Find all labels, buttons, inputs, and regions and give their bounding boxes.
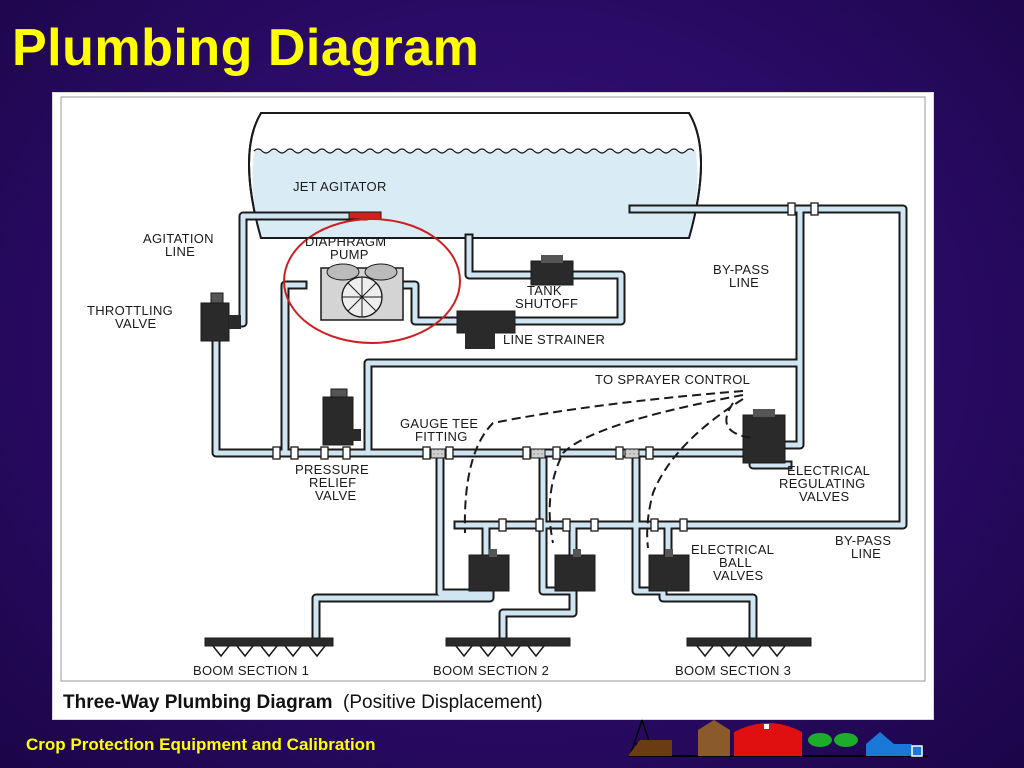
label-tank-shutoff-2: SHUTOFF (515, 296, 578, 311)
tree-icon (808, 733, 832, 747)
control-wires (463, 390, 754, 549)
throttling-valve (200, 292, 241, 342)
diagram-frame (60, 96, 926, 682)
diagram-caption: Three-Way Plumbing Diagram (Positive Dis… (63, 692, 543, 713)
tank-shutoff (530, 255, 574, 286)
label-throttling-valve-2: VALVE (115, 316, 157, 331)
labels: JET AGITATOR AGITATION LINE DIAPHRAGM PU… (87, 179, 891, 678)
label-electrical-regulating-valves-2: REGULATING (779, 476, 866, 491)
label-jet-agitator: JET AGITATOR (293, 179, 387, 194)
label-throttling-valve-1: THROTTLING (87, 303, 173, 318)
label-pressure-relief-valve-1: PRESSURE (295, 462, 369, 477)
gauge-tees (430, 448, 640, 459)
house-icon (866, 732, 912, 756)
label-gauge-tee-fitting-1: GAUGE TEE (400, 416, 478, 431)
label-pressure-relief-valve-3: VALVE (315, 488, 357, 503)
label-boom-section-2: BOOM SECTION 2 (433, 663, 549, 678)
label-agitation-line-2: LINE (165, 244, 195, 259)
label-boom-section-1: BOOM SECTION 1 (193, 663, 309, 678)
jet-agitator-nozzle (348, 211, 382, 220)
label-agitation-line-1: AGITATION (143, 231, 214, 246)
pipes (211, 204, 908, 643)
line-strainer (456, 310, 516, 349)
footer-text: Crop Protection Equipment and Calibratio… (26, 735, 376, 754)
boom-sections (204, 637, 812, 658)
barn-icon (628, 740, 672, 756)
label-electrical-regulating-valves-3: VALVES (799, 489, 849, 504)
farm-logo (628, 719, 928, 757)
diaphragm-pump (320, 263, 404, 321)
diagram-panel: JET AGITATOR AGITATION LINE DIAPHRAGM PU… (52, 92, 934, 720)
caption-bold: Three-Way Plumbing Diagram (63, 692, 333, 713)
label-bypass-line-top-2: LINE (729, 275, 759, 290)
pressure-relief-valve (322, 388, 361, 446)
label-line-strainer: LINE STRAINER (503, 332, 605, 347)
label-to-sprayer-control: TO SPRAYER CONTROL (595, 372, 750, 387)
plumbing-diagram: JET AGITATOR AGITATION LINE DIAPHRAGM PU… (60, 96, 926, 713)
fittings (272, 202, 819, 532)
highlight-circle (283, 218, 461, 344)
silo-icon (698, 720, 730, 756)
label-bypass-line-top-1: BY-PASS (713, 262, 769, 277)
label-boom-section-3: BOOM SECTION 3 (675, 663, 791, 678)
label-electrical-regulating-valves-1: ELECTRICAL (787, 463, 870, 478)
label-bypass-line-bottom-2: LINE (851, 546, 881, 561)
label-gauge-tee-fitting-2: FITTING (415, 429, 468, 444)
electrical-ball-valves (468, 549, 690, 592)
label-bypass-line-bottom-1: BY-PASS (835, 533, 891, 548)
label-pressure-relief-valve-2: RELIEF (309, 475, 356, 490)
label-diaphragm-pump-1: DIAPHRAGM (305, 234, 386, 249)
tree-icon (834, 733, 858, 747)
label-electrical-ball-valves-1: ELECTRICAL (691, 542, 774, 557)
red-barn-icon (734, 723, 802, 756)
caption-rest: (Positive Displacement) (343, 692, 543, 713)
slide-title: Plumbing Diagram (12, 19, 480, 77)
label-electrical-ball-valves-3: VALVES (713, 568, 763, 583)
label-tank-shutoff-1: TANK (527, 283, 562, 298)
label-electrical-ball-valves-2: BALL (719, 555, 752, 570)
electrical-regulating-valve (742, 409, 786, 464)
label-diaphragm-pump-2: PUMP (330, 247, 369, 262)
